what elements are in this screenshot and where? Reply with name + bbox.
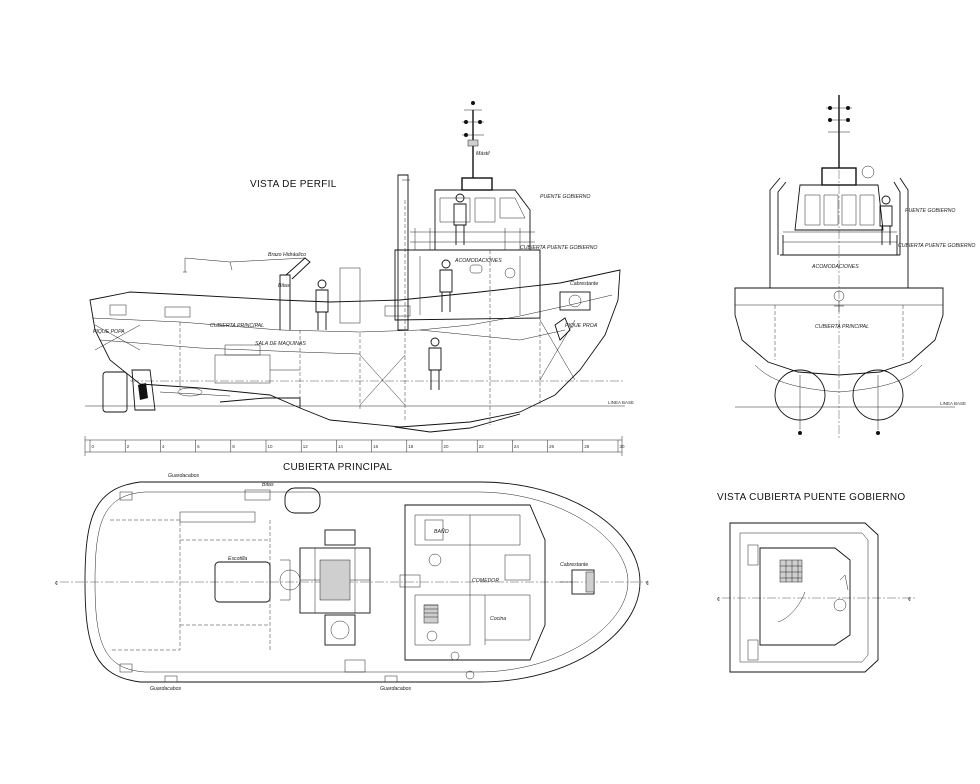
frame-tick-label: 30 bbox=[620, 444, 626, 449]
profile-label-bitas: Bitas bbox=[278, 283, 290, 289]
main-deck-view-title: CUBIERTA PRINCIPAL bbox=[283, 462, 392, 473]
bridge-centerline-mark-fwd: ¢ bbox=[908, 597, 911, 603]
profile-label-cubierta-puente: CUBIERTA PUENTE GOBIERNO bbox=[520, 245, 597, 251]
profile-label-mastil: Mástil bbox=[476, 151, 490, 157]
frame-tick-label: 14 bbox=[338, 444, 344, 449]
profile-label-puente: PUENTE GOBIERNO bbox=[540, 194, 590, 200]
deck-label-escotilla: Escotilla bbox=[228, 556, 247, 562]
deck-label-guardacabos-bottom: Guardacabos bbox=[150, 686, 182, 692]
front-label-cubierta-principal: CUBIERTA PRINCIPAL bbox=[815, 324, 869, 330]
frame-tick-label: 16 bbox=[373, 444, 379, 449]
frame-tick-label: 0 bbox=[92, 444, 95, 449]
frame-tick-label: 6 bbox=[197, 444, 200, 449]
frame-tick-label: 10 bbox=[268, 444, 274, 449]
bridge-deck-plan: ¢ ¢ bbox=[717, 522, 915, 673]
deck-escotilla bbox=[214, 561, 271, 603]
frame-tick-label: 22 bbox=[479, 444, 485, 449]
frame-tick-label: 12 bbox=[303, 444, 309, 449]
profile-label-pique-proa: PIQUE PROA bbox=[565, 323, 598, 329]
frame-tick-label: 4 bbox=[162, 444, 165, 449]
profile-hull-outline bbox=[89, 269, 621, 428]
main-deck-plan: ¢ ¢ Escotilla bbox=[55, 473, 649, 692]
bridge-deck-view-title: VISTA CUBIERTA PUENTE GOBIERNO bbox=[717, 492, 905, 503]
profile-label-cubierta-principal: CUBIERTA PRINCIPAL bbox=[210, 323, 264, 329]
deck-label-cabrestante: Cabrestante bbox=[560, 562, 588, 568]
bridge-centerline-mark-aft: ¢ bbox=[717, 597, 720, 603]
deck-centerline-mark-fwd: ¢ bbox=[646, 581, 649, 587]
front-label-acomodaciones: ACOMODACIONES bbox=[811, 264, 859, 270]
profile-label-pique-popa: PIQUE POPA bbox=[93, 329, 125, 335]
profile-label-sala-maquinas: SALA DE MAQUINAS bbox=[255, 341, 306, 347]
frame-tick-label: 24 bbox=[514, 444, 520, 449]
front-view: LINEA BASE bbox=[734, 95, 975, 440]
front-bridge bbox=[794, 184, 884, 231]
front-baseline-label: LINEA BASE bbox=[940, 401, 966, 406]
profile-scale-figures bbox=[315, 193, 571, 390]
deck-label-guardacabos-bottom-2: Guardacabos bbox=[380, 686, 412, 692]
profile-crane bbox=[279, 274, 291, 330]
deck-label-cocina: Cocina bbox=[490, 616, 506, 622]
frame-tick-label: 18 bbox=[408, 444, 414, 449]
deck-centerline-mark-aft: ¢ bbox=[55, 581, 58, 587]
bridge-deck-outline bbox=[729, 522, 879, 673]
profile-view: LINEA BASE bbox=[84, 101, 634, 456]
frame-tick-label: 2 bbox=[127, 444, 130, 449]
frame-tick-label: 28 bbox=[584, 444, 590, 449]
deck-label-bano: BAÑO bbox=[434, 528, 449, 535]
deck-label-guardacabos-top: Guardacabos bbox=[168, 473, 200, 479]
deck-house-walls bbox=[404, 504, 546, 661]
front-hull-outline bbox=[734, 287, 944, 376]
frame-tick-label: 20 bbox=[444, 444, 450, 449]
frame-tick-label: 26 bbox=[549, 444, 555, 449]
deck-label-comedor: COMEDOR bbox=[472, 578, 499, 584]
profile-label-acomodaciones: ACOMODACIONES bbox=[454, 258, 502, 264]
profile-view-title: VISTA DE PERFIL bbox=[250, 179, 337, 190]
frame-tick-label: 8 bbox=[232, 444, 235, 449]
profile-baseline-label: LINEA BASE bbox=[608, 400, 634, 405]
front-label-cubierta-puente: CUBIERTA PUENTE GOBIERNO bbox=[898, 243, 975, 249]
profile-label-cabrestante: Cabrestante bbox=[570, 281, 598, 287]
deck-label-bitas: Bitas bbox=[262, 482, 274, 488]
deck-hull-outline bbox=[84, 481, 641, 683]
front-label-puente: PUENTE GOBIERNO bbox=[905, 208, 955, 214]
profile-label-brazo: Brazo Hidráulico bbox=[268, 252, 306, 258]
